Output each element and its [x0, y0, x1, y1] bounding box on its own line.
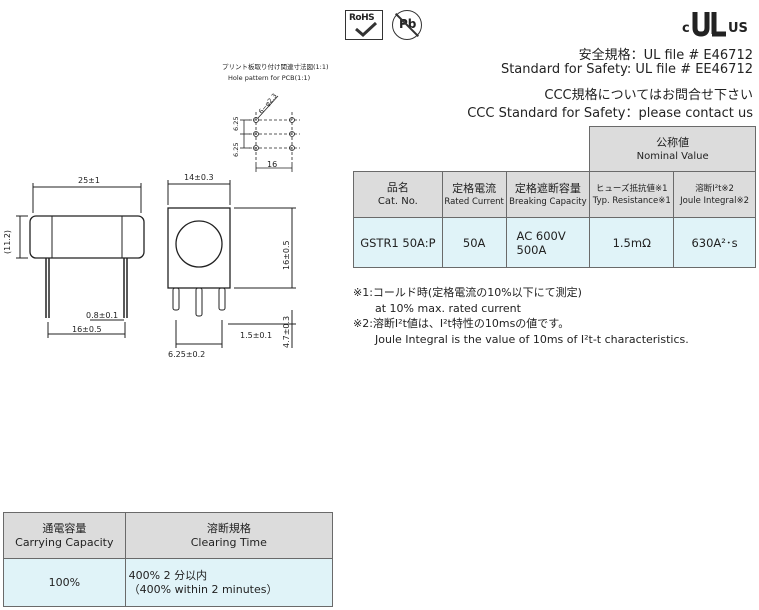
- header-label-en: Clearing Time: [190, 535, 267, 549]
- nominal-value-header: 公称値 Nominal Value: [589, 126, 756, 172]
- nominal-ja: 公称値: [656, 135, 690, 149]
- clearing-time-table: 通電容量 Carrying Capacity 溶断規格 Clearing Tim…: [3, 512, 334, 607]
- header-label-ja: ヒューズ抵抗値※1: [595, 183, 668, 194]
- ul-us-text: US: [728, 21, 748, 36]
- header-label-en: Breaking Capacity: [509, 196, 587, 207]
- header-label-en: Carrying Capacity: [15, 535, 114, 549]
- note-2-en: Joule Integral is the value of 10ms of I…: [375, 332, 689, 346]
- fuse-dimension-drawing: プリント板取り付け関連寸法図(1:1) Hole pattern for PCB…: [3, 62, 329, 359]
- specification-table: 公称値 Nominal Value 品名 Cat. No. 定格電流 Rated…: [353, 126, 756, 268]
- header-carrying-capacity: 通電容量 Carrying Capacity: [3, 512, 126, 559]
- cell-capacity: 100%: [3, 558, 126, 607]
- header-label-en: Rated Current: [444, 196, 504, 207]
- breaking-line-1: AC 600V: [516, 228, 566, 243]
- header-rated-current: 定格電流 Rated Current: [441, 171, 507, 218]
- ul-recognized-mark: c US: [678, 8, 750, 40]
- note-1-ja: ※1:コールド時(定格電流の10%以下にて測定): [353, 286, 582, 299]
- header-label-en: Cat. No.: [377, 196, 418, 207]
- pitch-a-label: 6.25: [232, 117, 240, 131]
- fuse-side-view: [16, 183, 145, 338]
- pin-offset-label: 1.5±0.1: [240, 331, 272, 340]
- lead-diameter-label: 0.8±0.1: [86, 311, 118, 320]
- lead-free-badge: Pb: [392, 10, 422, 40]
- hole-dimension: 6−φ2.3: [257, 92, 279, 116]
- cell-breaking-capacity: AC 600V 500A: [505, 217, 591, 268]
- checkmark-icon: [355, 22, 378, 37]
- header-joule-integral: 溶断I²t※2 Joule Integral※2: [673, 171, 756, 218]
- table-row: 100% 400% 2 分以内 （400% within 2 minutes）: [3, 558, 334, 607]
- header-clearing-time: 溶断規格 Clearing Time: [124, 512, 334, 559]
- cell-cat-no: GSTR1 50A:P: [353, 217, 443, 268]
- safety-ul-ja: 安全規格：UL file # E46712: [578, 48, 753, 63]
- pcb-title-en: Hole pattern for PCB(1:1): [228, 74, 310, 82]
- header-cat-no: 品名 Cat. No.: [353, 171, 443, 218]
- header-label-en: Typ. Resistance※1: [592, 195, 671, 206]
- pitch-b-label: 6.25: [232, 143, 240, 157]
- note-2-ja: ※2:溶断I²t値は、I²t特性の10msの値です。: [353, 317, 570, 330]
- pcb-width-label: 16: [267, 160, 277, 169]
- body-length-label: 25±1: [78, 176, 100, 185]
- cell-resistance: 1.5mΩ: [589, 217, 675, 268]
- header-breaking-capacity: 定格遮断容量 Breaking Capacity: [505, 171, 591, 218]
- cell-rated-current: 50A: [441, 217, 507, 268]
- header-label-ja: 溶断I²t※2: [695, 183, 734, 194]
- clearing-time-ja: 400% 2 分以内: [128, 568, 208, 582]
- rohs-badge: RoHS: [345, 10, 383, 40]
- front-width-label: 14±0.3: [184, 173, 214, 182]
- pin-length-label: 4.7±0.3: [282, 316, 291, 348]
- table-row: GSTR1 50A:P 50A AC 600V 500A 1.5mΩ 630A²…: [353, 217, 756, 268]
- header-resistance: ヒューズ抵抗値※1 Typ. Resistance※1: [589, 171, 675, 218]
- nominal-en: Nominal Value: [636, 150, 709, 162]
- header-label-ja: 定格電流: [452, 181, 497, 195]
- lead-span-label: 16±0.5: [72, 325, 102, 334]
- header-label-en: Joule Integral※2: [680, 195, 749, 206]
- pin-pitch-label: 6.25±0.2: [168, 350, 205, 359]
- clearing-time-en: （400% within 2 minutes）: [128, 582, 278, 596]
- footnotes: ※1:コールド時(定格電流の10%以下にて測定) at 10% max. rat…: [353, 285, 689, 347]
- header-label-ja: 品名: [386, 181, 409, 194]
- front-height-label: 16±0.5: [282, 240, 291, 270]
- header-label-ja: 溶断規格: [206, 521, 251, 535]
- body-height-label: (11.2): [3, 230, 12, 254]
- safety-ul-en: Standard for Safety: UL file # EE46712: [500, 62, 753, 77]
- note-1-en: at 10% max. rated current: [375, 301, 521, 315]
- rohs-text: RoHS: [349, 13, 375, 23]
- safety-ccc-en: CCC Standard for Safety：please contact u…: [467, 106, 753, 121]
- fuse-front-view: [167, 180, 296, 348]
- header-label-ja: 通電容量: [42, 521, 87, 535]
- ul-recognized-icon: [692, 12, 726, 37]
- header-label-ja: 定格遮断容量: [514, 181, 581, 195]
- breaking-line-2: 500A: [516, 242, 547, 257]
- safety-ccc-ja: CCC規格についてはお問合せ下さい: [544, 88, 753, 103]
- cell-joule-integral: 630A²･s: [673, 217, 756, 268]
- pcb-title-ja: プリント板取り付け関連寸法図(1:1): [222, 62, 329, 71]
- pcb-hole-pattern: [240, 95, 300, 172]
- ul-c-text: c: [682, 21, 690, 36]
- cell-clearing-time: 400% 2 分以内 （400% within 2 minutes）: [124, 558, 334, 607]
